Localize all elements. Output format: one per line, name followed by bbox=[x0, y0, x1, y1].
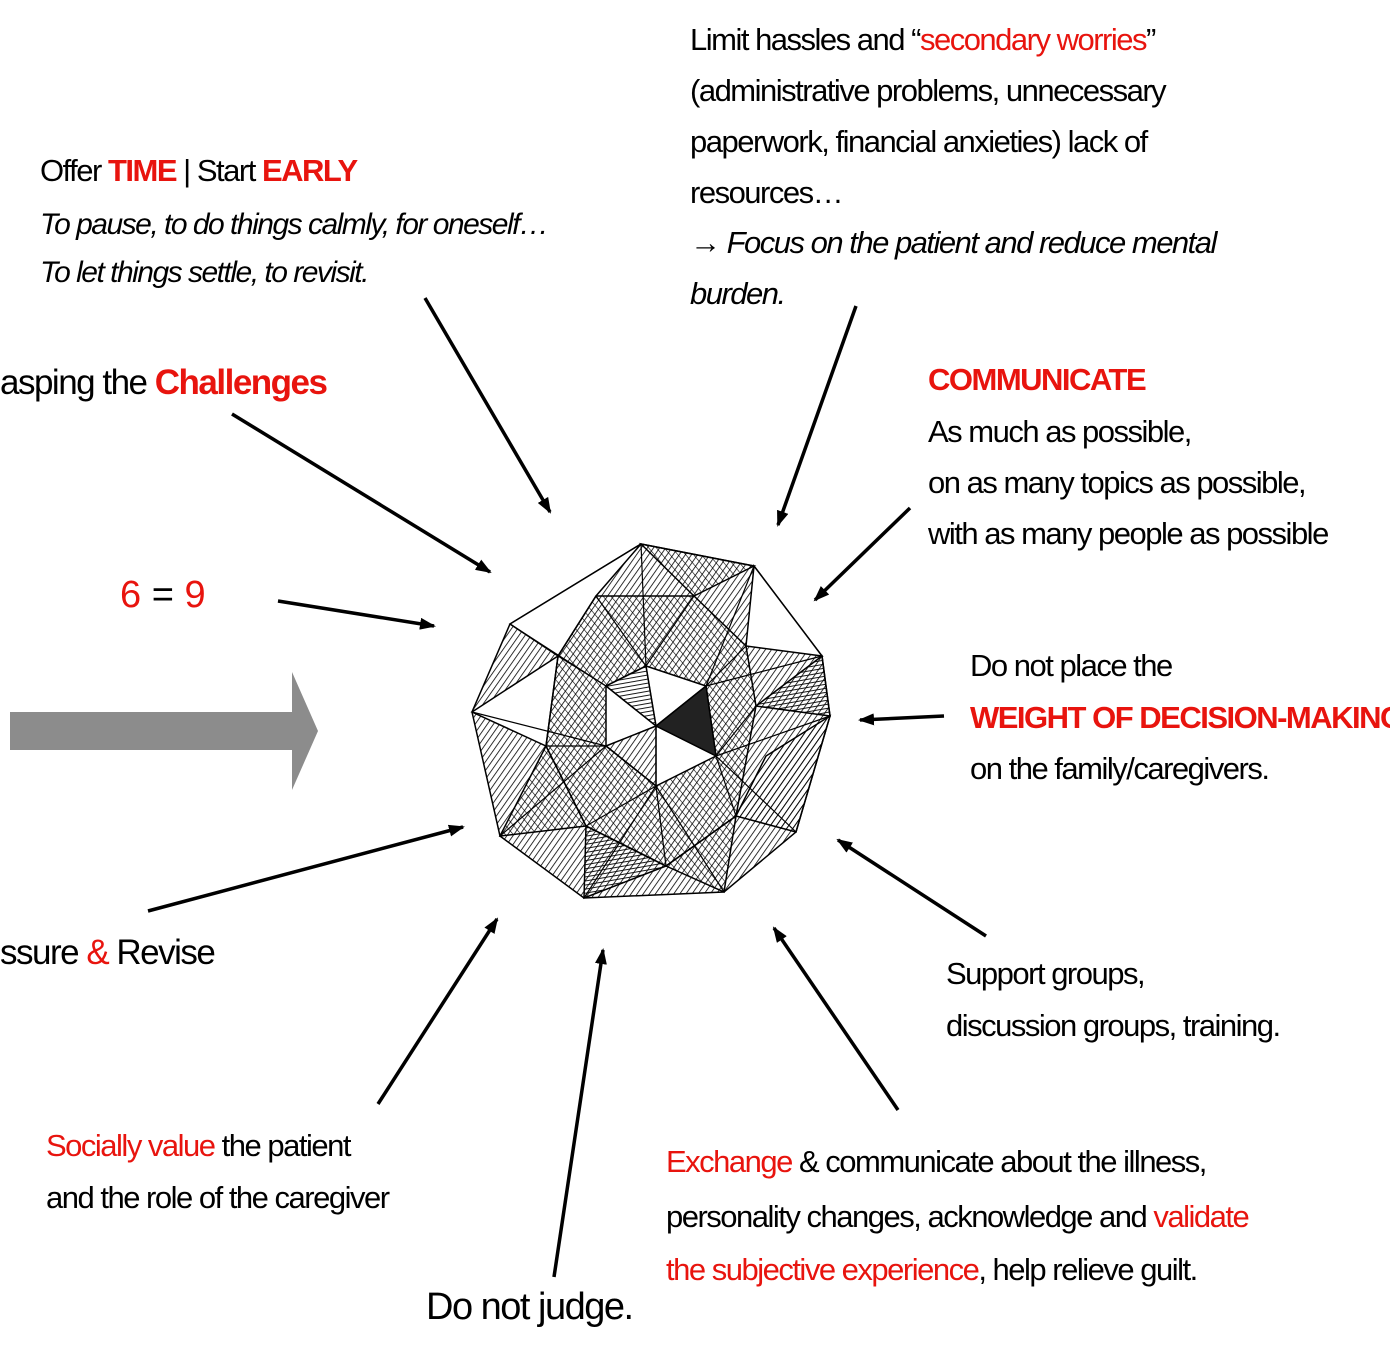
arrow-six-nine bbox=[278, 601, 434, 626]
communicate-title: COMMUNICATE bbox=[928, 364, 1145, 395]
hassles-line-4: resources… bbox=[690, 177, 842, 208]
do-not-judge-label: Do not judge. bbox=[426, 1288, 633, 1326]
challenges-keyword: Challenges bbox=[155, 363, 327, 402]
offer-label: Offer bbox=[40, 153, 101, 188]
exchange-line-1-rest: & communicate about the illness, bbox=[792, 1144, 1206, 1179]
decision-line-1: Do not place the bbox=[970, 650, 1172, 681]
communicate-line-3: with as many people as possible bbox=[928, 518, 1328, 549]
arrow-reassure bbox=[148, 827, 463, 911]
social-rest: the patient bbox=[215, 1128, 350, 1163]
communicate-line-1: As much as possible, bbox=[928, 416, 1191, 447]
hassles-text-a: Limit hassles and “ bbox=[690, 22, 920, 57]
big-gray-arrow bbox=[10, 670, 322, 792]
secondary-worries-keyword: secondary worries bbox=[920, 22, 1146, 57]
arrow-time bbox=[425, 298, 550, 512]
hassles-line-6: burden. bbox=[690, 278, 785, 309]
arrow-social bbox=[378, 919, 497, 1104]
communicate-line-2: on as many topics as possible, bbox=[928, 467, 1305, 498]
hassles-line-1: Limit hassles and “secondary worries” bbox=[690, 24, 1155, 55]
exchange-keyword: Exchange bbox=[666, 1144, 792, 1179]
decision-line-3: on the family/caregivers. bbox=[970, 753, 1268, 784]
arrow-hassles bbox=[778, 306, 856, 525]
arrow-exchange bbox=[774, 928, 898, 1110]
arrow-decision bbox=[860, 716, 944, 720]
revise-text: Revise bbox=[108, 933, 214, 972]
six-value: 6 bbox=[120, 574, 141, 616]
nine-value: 9 bbox=[184, 574, 205, 616]
arrow-challenges bbox=[232, 414, 490, 572]
hassles-line-3: paperwork, financial anxieties) lack of bbox=[690, 126, 1147, 157]
challenges-prefix: asping the bbox=[0, 363, 155, 402]
hassles-line-2: (administrative problems, unnecessary bbox=[690, 75, 1165, 106]
early-keyword: EARLY bbox=[262, 153, 357, 188]
subjective-experience-keyword: the subjective experience bbox=[666, 1252, 978, 1287]
exchange-line-3: the subjective experience, help relieve … bbox=[666, 1254, 1197, 1285]
socially-value-keyword: Socially value bbox=[46, 1128, 215, 1163]
support-line-1: Support groups, bbox=[946, 958, 1144, 989]
time-keyword: TIME bbox=[108, 153, 176, 188]
exchange-line-2: personality changes, acknowledge and val… bbox=[666, 1201, 1248, 1232]
time-heading: Offer TIME | Start EARLY bbox=[40, 155, 357, 186]
challenges-label: asping the Challenges bbox=[0, 365, 326, 400]
time-separator: | bbox=[183, 153, 190, 188]
exchange-line-2-text: personality changes, acknowledge and bbox=[666, 1199, 1153, 1234]
ampersand: & bbox=[86, 933, 108, 972]
time-line-2: To pause, to do things calmly, for onese… bbox=[40, 210, 547, 240]
hassles-text-b: ” bbox=[1146, 22, 1155, 57]
reassure-revise-label: ssure & Revise bbox=[0, 935, 214, 970]
social-line-2: and the role of the caregiver bbox=[46, 1182, 389, 1213]
polyhedron-gem-image bbox=[466, 536, 836, 906]
decision-keyword: WEIGHT OF DECISION-MAKING bbox=[970, 702, 1390, 733]
exchange-line-1: Exchange & communicate about the illness… bbox=[666, 1146, 1206, 1177]
hassles-line-5: → Focus on the patient and reduce mental bbox=[690, 227, 1216, 258]
time-line-3: To let things settle, to revisit. bbox=[40, 258, 368, 288]
start-label: Start bbox=[197, 153, 255, 188]
arrow-judge bbox=[554, 950, 603, 1277]
exchange-line-3-rest: , help relieve guilt. bbox=[978, 1252, 1196, 1287]
six-equals-nine: 6 = 9 bbox=[120, 576, 206, 614]
arrow-support bbox=[838, 840, 986, 936]
support-line-2: discussion groups, training. bbox=[946, 1010, 1280, 1041]
social-line-1: Socially value the patient bbox=[46, 1130, 350, 1161]
equals-sign: = bbox=[152, 574, 174, 616]
validate-keyword: validate bbox=[1153, 1199, 1248, 1234]
reassure-text: ssure bbox=[0, 933, 86, 972]
